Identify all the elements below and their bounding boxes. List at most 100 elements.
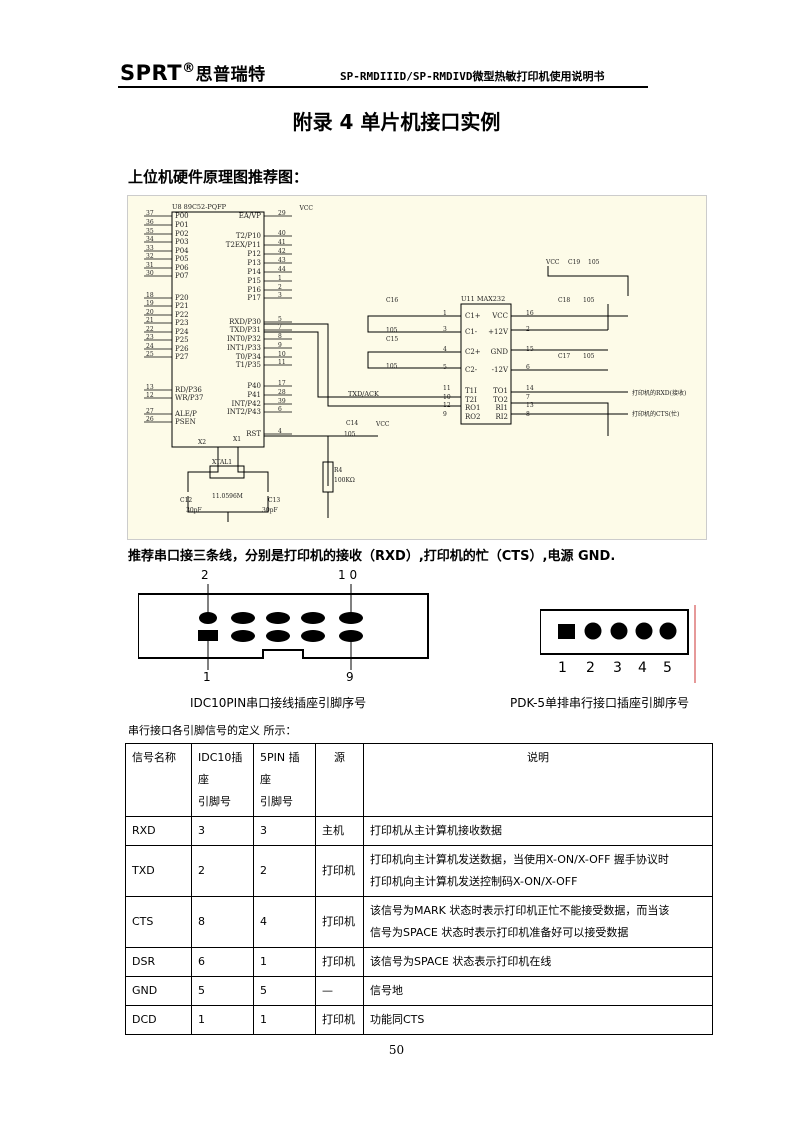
max232-pin-number: 4 (443, 346, 447, 353)
mcu-pin-number: 37 (146, 210, 154, 217)
max232-pin-number: 2 (526, 326, 530, 333)
cap-label: C17 (558, 353, 570, 360)
cap-value: 30pF (186, 507, 202, 514)
mcu-pin-label: TXD/P31 (230, 326, 261, 334)
mcu-pin-number: 17 (278, 380, 286, 387)
mcu-pin-label: P25 (175, 336, 189, 344)
mcu-pin-label: P40 (247, 382, 261, 390)
max232-pin-number: 13 (526, 402, 534, 409)
mcu-pin-label: P24 (175, 328, 189, 336)
cap-label: C12 (180, 497, 192, 504)
cap-label: C19 (568, 259, 580, 266)
pin-dot (339, 612, 363, 624)
mcu-pin-label: P15 (247, 277, 261, 285)
mcu-pin-label: P27 (175, 353, 189, 361)
table-cell: 5 (253, 976, 316, 1006)
cap-label: C18 (558, 297, 570, 304)
max232-pin-label: C2+ (465, 348, 481, 356)
table-cell: 信号地 (363, 976, 713, 1006)
mcu-pin-number: 27 (146, 408, 154, 415)
pdk5-connector-figure (539, 605, 710, 685)
cap-value: 30pF (262, 507, 278, 514)
max232-pin-number: 9 (443, 411, 447, 418)
mcu-pin-label: P06 (175, 264, 189, 272)
cap-value: 105 (583, 353, 595, 360)
mcu-pin-label: T2/P10 (236, 232, 261, 240)
pin-square (558, 624, 575, 639)
mcu-label: U8 89C52-PQFP (172, 203, 227, 211)
mcu-pin-label: P26 (175, 345, 189, 353)
table-cell: 2 (253, 845, 316, 897)
table-cell: 1 (253, 1005, 316, 1035)
table-cell: 8 (191, 896, 254, 948)
mcu-pin-label: P14 (247, 268, 261, 276)
mcu-pin-label: INT/P42 (231, 400, 261, 408)
pdk-pin-num: 3 (613, 660, 622, 676)
x2-label: X2 (198, 439, 206, 446)
mcu-pin-number: 26 (146, 416, 154, 423)
table-cell: 5 (191, 976, 254, 1006)
table-cell: 该信号为MARK 状态时表示打印机正忙不能接受数据，而当该信号为SPACE 状态… (363, 896, 713, 948)
mcu-pin-number: 23 (146, 334, 154, 341)
mcu-pin-label: P20 (175, 294, 189, 302)
max232-pin-number: 1 (443, 310, 447, 317)
brand-logo: SPRT®思普瑞特 (120, 61, 266, 85)
printer-cts-label: 打印机的CTS(忙) (632, 410, 679, 418)
table-cell: 打印机向主计算机发送数据，当使用X-ON/X-OFF 握手协议时打印机向主计算机… (363, 845, 713, 897)
table-cell: 功能同CTS (363, 1005, 713, 1035)
mcu-pin-number: 35 (146, 228, 154, 235)
mcu-pin-label: P22 (175, 311, 189, 319)
max232-pin-label: T2I (465, 396, 477, 404)
max232-pin-number: 7 (526, 394, 530, 401)
pin-dot (610, 622, 628, 640)
mcu-pin-label: T1/P35 (236, 361, 261, 369)
mcu-pin-label: P12 (247, 250, 261, 258)
mcu-pin-label: T2EX/P11 (226, 241, 261, 249)
mcu-pin-label: RXD/P30 (229, 318, 261, 326)
mcu-pin-number: 8 (278, 333, 282, 340)
max232-pin-number: 15 (526, 346, 534, 353)
header-rule (118, 86, 648, 88)
page-number: 50 (388, 1043, 405, 1057)
mcu-pin-number: 21 (146, 317, 154, 324)
section-subtitle: 上位机硬件原理图推荐图： (128, 168, 309, 186)
table-cell: 打印机 (315, 896, 364, 948)
mcu-pin-number: 32 (146, 253, 154, 260)
mcu-pin-label: INT1/P33 (227, 344, 261, 352)
pin-dot (231, 630, 255, 642)
mcu-pin-number: 29 (278, 210, 286, 217)
mcu-pin-number: 42 (278, 248, 286, 255)
table-cell: DSR (125, 947, 192, 977)
mcu-pin-number: 11 (278, 359, 286, 366)
max232-pin-label: TO2 (493, 396, 508, 404)
cap-value: 105 (588, 259, 600, 266)
mcu-pin-label: P05 (175, 255, 189, 263)
mcu-pin-number: 18 (146, 292, 154, 299)
resistor-value: 100KΩ (334, 477, 355, 484)
max232-pin-label: T1I (465, 387, 477, 395)
table-cell: 3 (191, 816, 254, 846)
vcc-label: VCC (298, 205, 313, 212)
pin-dot (339, 630, 363, 642)
mcu-pin-label: P04 (175, 247, 189, 255)
mcu-pin-label: P41 (247, 391, 261, 399)
cap-value: 105 (344, 431, 356, 438)
table-cell: TXD (125, 845, 192, 897)
mcu-pin-number: 7 (278, 324, 282, 331)
mcu-pin-label: INT0/P32 (227, 335, 261, 343)
vcc-label: VCC (545, 259, 560, 266)
pin-square (198, 630, 218, 641)
mcu-pin-label: INT2/P43 (227, 408, 261, 416)
mcu-pin-number: 19 (146, 300, 154, 307)
table-cell: 主机 (315, 816, 364, 846)
mcu-pin-number: 34 (146, 236, 154, 243)
table-cell: 1 (253, 947, 316, 977)
mcu-pin-number: 1 (278, 275, 282, 282)
idc10-pins (198, 612, 363, 642)
mcu-pin-label: P00 (175, 212, 189, 220)
max232-pin-number: 10 (443, 394, 451, 401)
